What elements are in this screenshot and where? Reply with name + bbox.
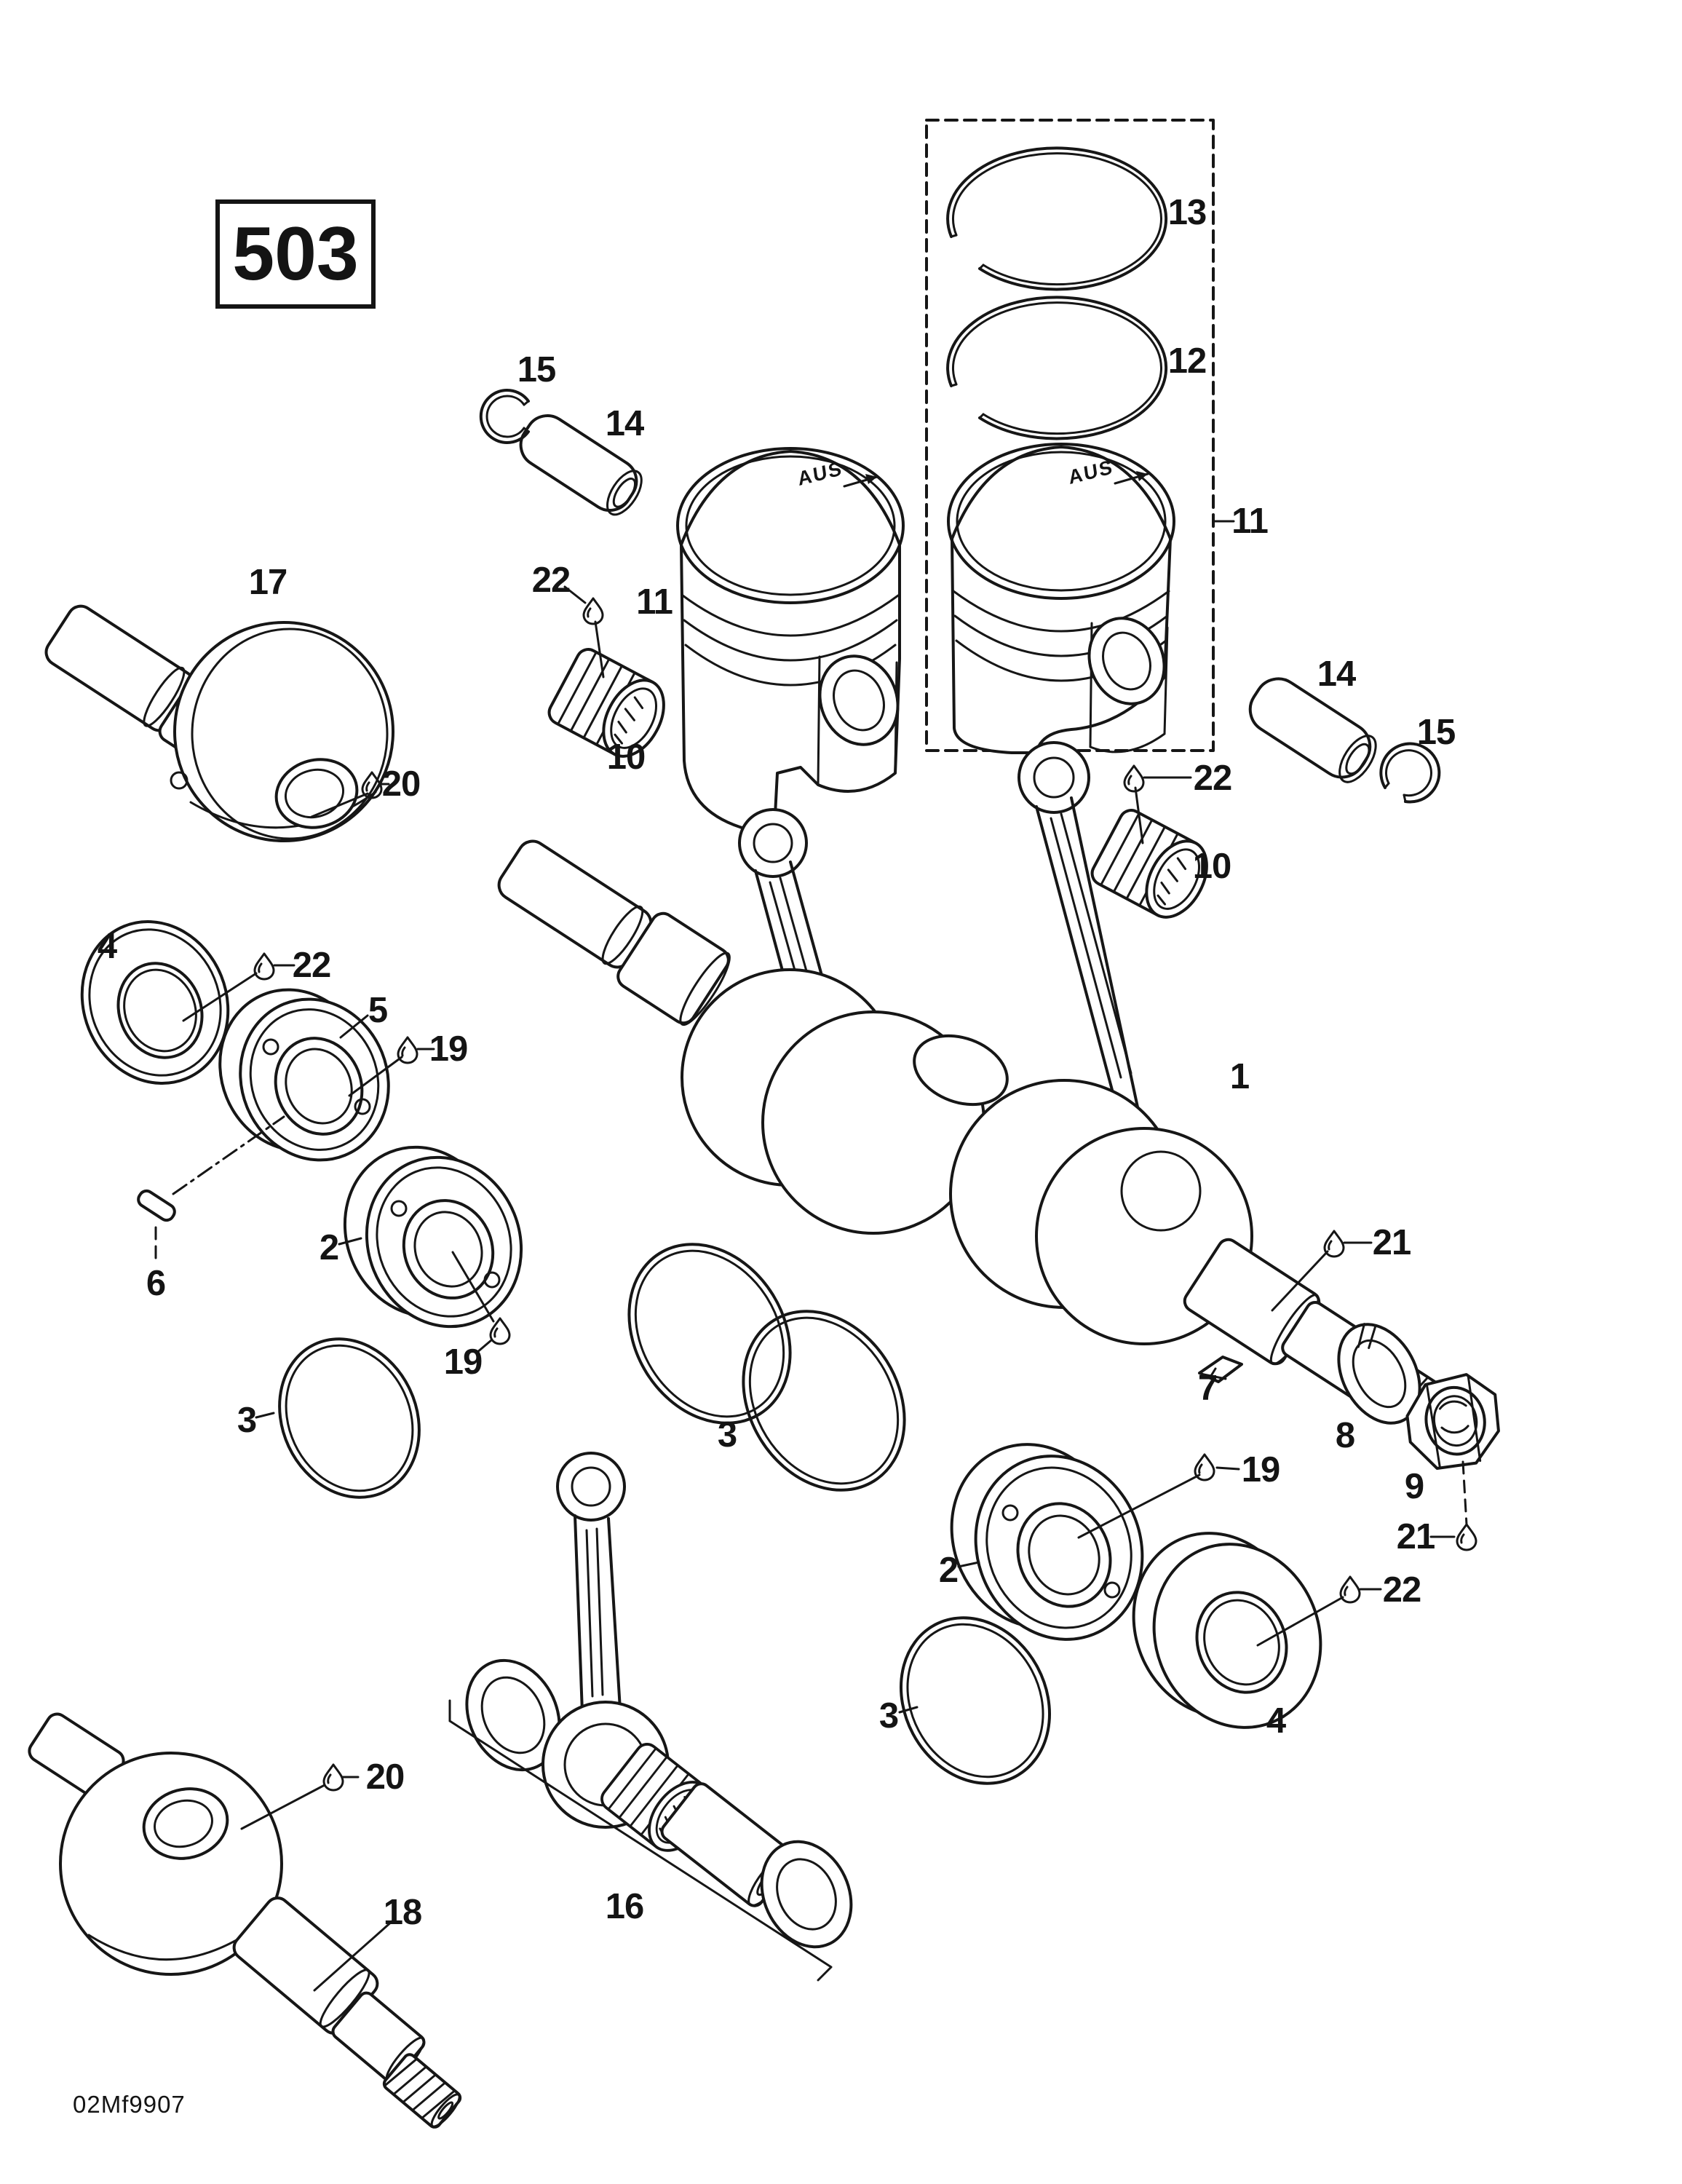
seal-4-right xyxy=(1132,1532,1322,1729)
needle-bearing-right xyxy=(1090,809,1208,919)
oil-drop-icon xyxy=(1194,1453,1215,1481)
counterweight-17 xyxy=(44,604,394,842)
circlip-right xyxy=(1379,742,1441,804)
piston-right xyxy=(947,443,1175,754)
rod-assembly-16 xyxy=(448,1452,853,1982)
o-ring-3-center-right xyxy=(742,1310,906,1492)
callout-14-left: 14 xyxy=(605,404,645,443)
callout-20-bottom: 20 xyxy=(365,1757,405,1797)
callout-22-needle-left: 22 xyxy=(531,561,571,600)
callout-18: 18 xyxy=(383,1893,423,1932)
callout-4-left: 4 xyxy=(97,927,117,966)
o-ring-3-bottom xyxy=(899,1616,1052,1785)
drawing-code: 02Mf9907 xyxy=(73,2091,186,2118)
pin-6 xyxy=(137,1115,285,1267)
circlip-left xyxy=(479,389,530,444)
piston-left xyxy=(676,447,905,834)
oil-drop-icon xyxy=(1339,1575,1361,1604)
oil-drop-icon xyxy=(253,952,275,981)
callout-12: 12 xyxy=(1167,341,1207,381)
callout-8: 8 xyxy=(1335,1416,1355,1455)
callout-19-bearing2: 19 xyxy=(443,1342,483,1382)
callout-19-lower: 19 xyxy=(1241,1450,1281,1489)
callout-2-lower: 2 xyxy=(938,1551,959,1590)
model-badge-text: 503 xyxy=(232,211,359,296)
needle-bearing-left xyxy=(547,648,665,758)
callout-22-needle-right: 22 xyxy=(1193,759,1233,798)
o-ring-3-center-left xyxy=(627,1243,792,1425)
wrist-pin-right xyxy=(1248,677,1377,783)
callout-21-shaft: 21 xyxy=(1372,1223,1412,1262)
oil-drop-icon xyxy=(582,597,604,625)
bearing-2-upper xyxy=(343,1145,523,1329)
oil-drop-icon xyxy=(322,1763,344,1792)
bearing-5 xyxy=(218,988,390,1162)
oil-drop-icon xyxy=(1323,1230,1345,1258)
piston-ring-13 xyxy=(946,146,1168,291)
callout-4-right: 4 xyxy=(1266,1701,1286,1741)
callout-19-bearing5: 19 xyxy=(429,1029,469,1069)
callout-3-bottom: 3 xyxy=(878,1696,899,1736)
lock-washer-8 xyxy=(1337,1323,1421,1425)
callout-10-right: 10 xyxy=(1192,847,1232,886)
callout-1: 1 xyxy=(1229,1057,1250,1096)
callout-20-top: 20 xyxy=(381,764,421,804)
callout-14-right: 14 xyxy=(1317,654,1357,694)
piston-ring-12 xyxy=(946,296,1168,440)
oil-drop-icon xyxy=(1456,1523,1477,1551)
oil-drop-icon xyxy=(397,1036,418,1064)
callout-9: 9 xyxy=(1404,1467,1424,1506)
o-ring-3-left xyxy=(278,1337,421,1499)
callout-22-seal-left: 22 xyxy=(292,946,332,985)
leader-lines xyxy=(182,520,1468,1992)
callout-2-upper: 2 xyxy=(319,1228,339,1267)
counterweight-18 xyxy=(28,1712,462,2129)
callout-3-left: 3 xyxy=(237,1401,257,1440)
callout-15-right: 15 xyxy=(1416,713,1456,752)
callout-16: 16 xyxy=(605,1887,645,1926)
crankshaft xyxy=(497,839,1447,1428)
nut-9 xyxy=(1405,1373,1500,1471)
callout-7: 7 xyxy=(1197,1369,1218,1408)
callout-11-box: 11 xyxy=(1231,502,1269,541)
callout-11-left: 11 xyxy=(636,582,673,622)
callout-5: 5 xyxy=(368,991,388,1030)
seal-4-left xyxy=(80,919,230,1085)
callout-13: 13 xyxy=(1167,193,1207,232)
callout-21-nut: 21 xyxy=(1396,1517,1436,1556)
model-badge: 503 xyxy=(215,199,376,309)
connecting-rod-right xyxy=(1017,741,1151,1166)
callout-15-left: 15 xyxy=(517,350,557,389)
callout-6: 6 xyxy=(146,1264,166,1303)
callout-17: 17 xyxy=(248,563,288,602)
callout-3-center: 3 xyxy=(717,1415,737,1455)
callout-22-seal-right: 22 xyxy=(1382,1570,1422,1610)
callout-10-left: 10 xyxy=(606,737,646,777)
bearing-2-lower xyxy=(950,1443,1144,1641)
oil-drop-icon xyxy=(1123,764,1145,793)
